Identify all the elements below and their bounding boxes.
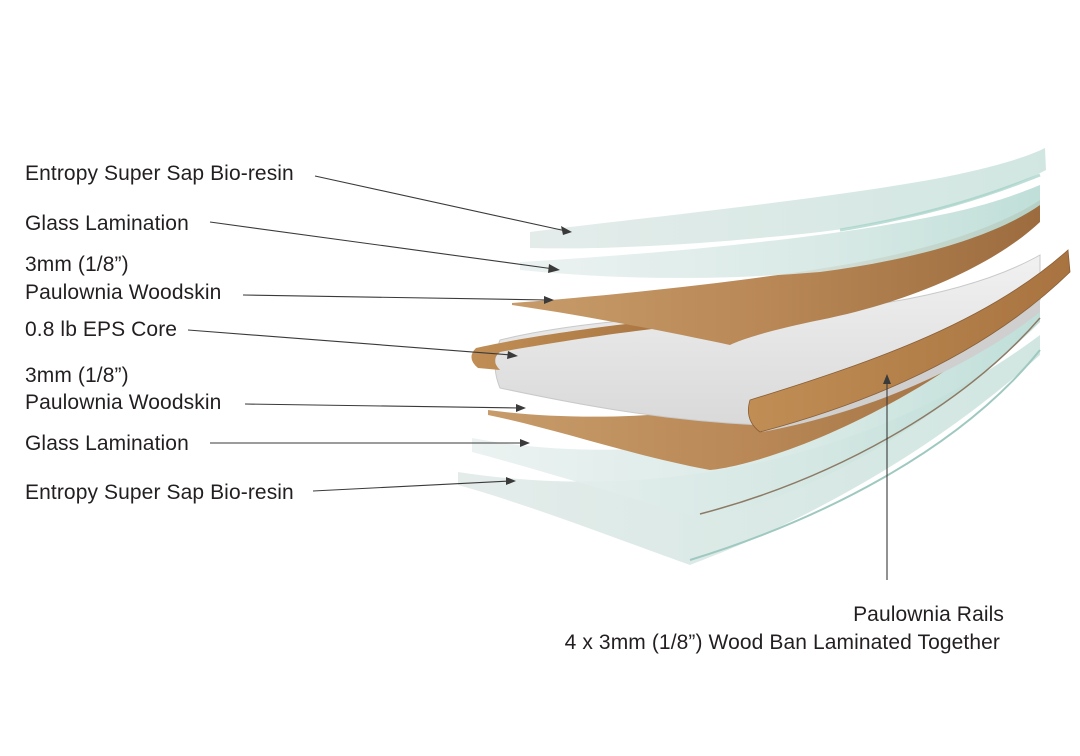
label-bottom-woodskin-name: Paulownia Woodskin bbox=[25, 391, 222, 414]
top-resin-edge bbox=[839, 173, 1041, 232]
label-rails-title: Paulownia Rails bbox=[853, 603, 1004, 626]
right-rail bbox=[747, 249, 1071, 433]
leader-arrowheads bbox=[506, 226, 891, 485]
leader-top-glass bbox=[209, 221, 555, 270]
label-top-woodskin-name: Paulownia Woodskin bbox=[25, 281, 222, 304]
arrow-bottom-woodskin bbox=[516, 404, 526, 412]
label-bottom-woodskin-size: 3mm (1/8”) bbox=[25, 364, 129, 387]
bottom-glass-layer bbox=[472, 305, 1040, 518]
bottom-resin-layer bbox=[458, 335, 1040, 565]
label-core: 0.8 lb EPS Core bbox=[25, 318, 178, 341]
leader-top-woodskin bbox=[242, 294, 549, 301]
label-top-woodskin-size: 3mm (1/8”) bbox=[25, 253, 129, 276]
arrow-top-woodskin bbox=[544, 296, 554, 304]
leader-top-resin bbox=[314, 175, 567, 232]
leader-bottom-resin bbox=[312, 480, 511, 492]
bottom-resin-edge bbox=[689, 349, 1041, 561]
top-resin-layer bbox=[530, 148, 1046, 249]
leader-core bbox=[187, 329, 513, 356]
arrow-core bbox=[507, 351, 518, 359]
bottom-glass-edge bbox=[699, 317, 1041, 515]
left-rail bbox=[471, 318, 680, 370]
label-top-glass: Glass Lamination bbox=[25, 212, 189, 235]
leader-bottom-woodskin bbox=[244, 403, 521, 409]
bottom-woodskin-layer bbox=[488, 280, 1040, 470]
arrow-top-glass bbox=[548, 264, 560, 273]
label-top-resin: Entropy Super Sap Bio-resin bbox=[25, 162, 294, 185]
leader-lines bbox=[187, 175, 888, 580]
arrow-top-resin bbox=[561, 226, 572, 235]
label-rails-detail: 4 x 3mm (1/8”) Wood Ban Laminated Togeth… bbox=[564, 631, 1000, 654]
label-bottom-resin: Entropy Super Sap Bio-resin bbox=[25, 481, 294, 504]
arrow-rails bbox=[883, 374, 891, 384]
label-bottom-glass: Glass Lamination bbox=[25, 432, 189, 455]
top-glass-layer bbox=[520, 185, 1040, 278]
arrow-bottom-glass bbox=[520, 439, 530, 447]
arrow-bottom-resin bbox=[506, 477, 516, 485]
top-woodskin-layer bbox=[512, 200, 1040, 345]
